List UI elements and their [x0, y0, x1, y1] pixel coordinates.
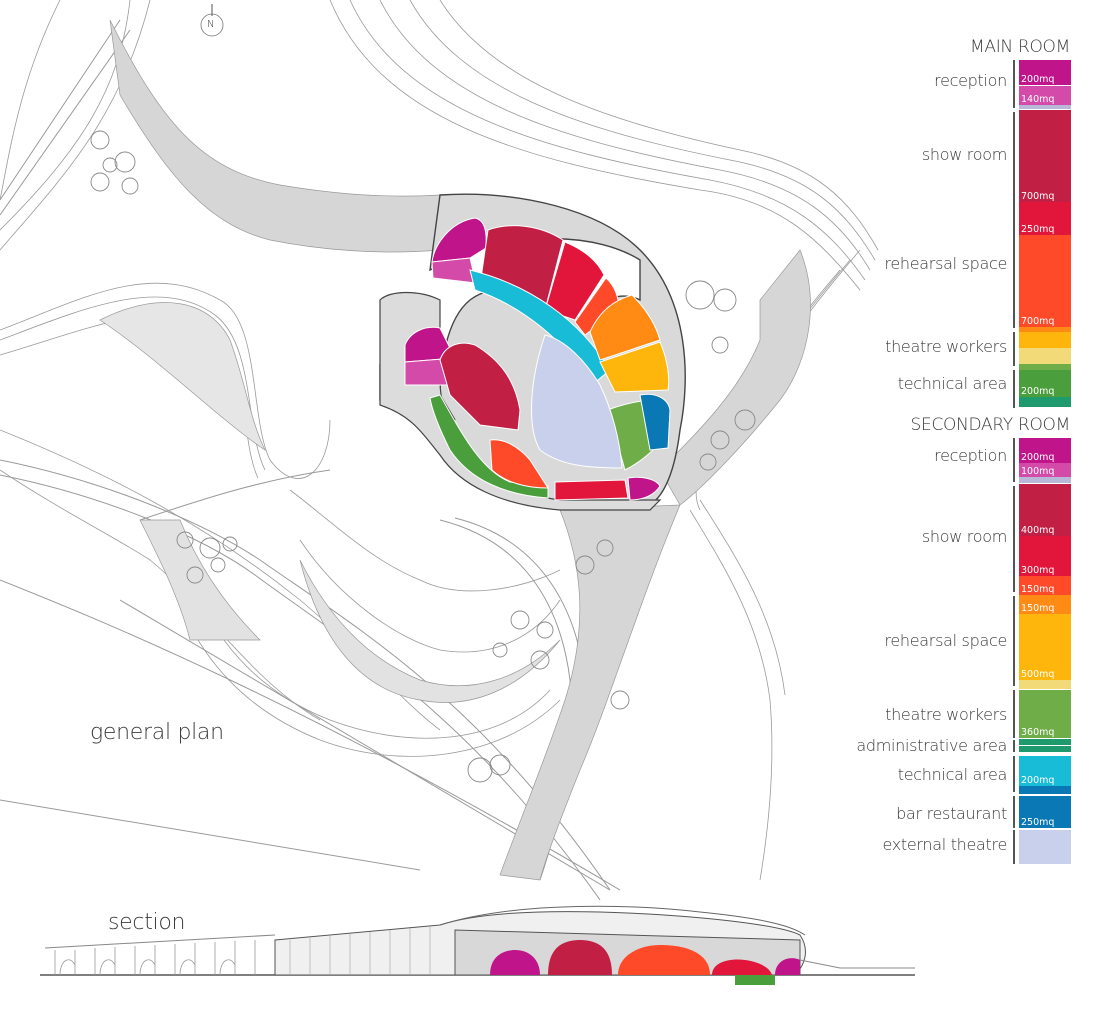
main-show-room-label: show room: [921, 145, 1007, 164]
legend-line-main-2: [1013, 112, 1015, 328]
main-reception-label: reception: [934, 71, 1007, 90]
sec-seg-technical-2: [1019, 786, 1071, 794]
zone-rehearsal-sec: [489, 439, 549, 489]
legend-line-sec-7: [1013, 796, 1015, 828]
zone-reception-secondary-main: [431, 257, 477, 284]
main-room-title: MAIN ROOM: [970, 37, 1070, 57]
sec-val-5: 150mq: [1021, 584, 1055, 595]
sec-seg-bar: 250mq: [1019, 796, 1071, 828]
sec-seg-show-room: 400mq: [1019, 484, 1071, 536]
sec-seg-admin-2: [1019, 746, 1071, 752]
zone-red-strip: [554, 479, 629, 501]
sec-seg-show-room-3: 150mq: [1019, 576, 1071, 595]
main-seg-show-room-2: 250mq: [1019, 202, 1071, 235]
zone-external-theatre: [531, 334, 623, 469]
main-seg-reception: 200mq: [1019, 60, 1071, 85]
main-seg-show-room: 700mq: [1019, 110, 1071, 202]
sec-val-9: 200mq: [1021, 775, 1055, 786]
main-val-6: 200mq: [1021, 386, 1055, 397]
main-val-2: 140mq: [1021, 94, 1055, 105]
section-room-orange: [618, 945, 710, 975]
main-seg-reception-2: 140mq: [1019, 86, 1071, 105]
section-drawing: [40, 905, 915, 985]
north-label: N: [207, 19, 215, 30]
section-room-red: [712, 959, 772, 975]
zone-show-room-sec: [439, 342, 521, 431]
sec-val-4: 300mq: [1021, 565, 1055, 576]
sec-val-6: 150mq: [1021, 603, 1055, 614]
trees: [90, 130, 756, 783]
secondary-room-zones: [404, 326, 661, 501]
main-seg-workers-3: [1019, 364, 1071, 370]
sec-seg-rehearsal-3: [1019, 680, 1071, 689]
sec-seg-rehearsal: 150mq: [1019, 595, 1071, 614]
main-val-1: 200mq: [1021, 74, 1055, 85]
sec-reception-label: reception: [934, 446, 1007, 465]
sec-seg-reception: 200mq: [1019, 438, 1071, 463]
sec-external-label: external theatre: [882, 835, 1007, 854]
sec-seg-admin: [1019, 739, 1071, 745]
sec-seg-technical: 200mq: [1019, 756, 1071, 786]
sec-seg-rehearsal-2: 500mq: [1019, 614, 1071, 680]
sec-seg-reception-3: [1019, 477, 1071, 483]
main-seg-rehearsal: 700mq: [1019, 235, 1071, 327]
main-seg-reception-3: [1019, 105, 1071, 109]
legend-line-sec-5: [1013, 740, 1015, 752]
legend-line-main-4: [1013, 370, 1015, 408]
section-label: section: [108, 910, 186, 935]
hatched-bands: [99, 19, 811, 881]
main-technical-label: technical area: [897, 374, 1008, 393]
zone-show-room-2: [544, 241, 605, 321]
sec-val-2: 100mq: [1021, 466, 1055, 477]
north-arrow: [200, 4, 224, 37]
sec-seg-workers: 360mq: [1019, 690, 1071, 738]
legend-line-sec-2: [1013, 486, 1015, 592]
sec-val-10: 250mq: [1021, 817, 1055, 828]
main-seg-workers: [1019, 332, 1071, 348]
legend-line-main-3: [1013, 332, 1015, 366]
main-room-zones: [431, 217, 671, 471]
sec-val-7: 500mq: [1021, 669, 1055, 680]
main-seg-rehearsal-2: [1019, 327, 1071, 332]
section-room-magenta-2: [775, 958, 800, 975]
section-room-magenta-1: [490, 950, 540, 975]
legend-line-sec-6: [1013, 756, 1015, 792]
legend-line-sec-4: [1013, 690, 1015, 738]
sec-val-3: 400mq: [1021, 525, 1055, 536]
main-rehearsal-label: rehearsal space: [884, 254, 1007, 273]
sec-val-8: 360mq: [1021, 727, 1055, 738]
legend-line-sec-3: [1013, 596, 1015, 686]
main-val-3: 700mq: [1021, 191, 1055, 202]
section-room-crimson: [548, 940, 612, 975]
sec-technical-label: technical area: [897, 765, 1008, 784]
main-seg-technical: 200mq: [1019, 370, 1071, 397]
sec-rehearsal-label: rehearsal space: [884, 631, 1007, 650]
sec-val-1: 200mq: [1021, 452, 1055, 463]
general-plan-label: general plan: [90, 720, 224, 745]
legend-line-sec-1: [1013, 438, 1015, 482]
legend-line-sec-8: [1013, 830, 1015, 864]
main-seg-technical-2: [1019, 397, 1071, 407]
sec-seg-external: [1019, 830, 1071, 864]
zone-rehearsal-3: [599, 341, 670, 393]
sec-bar-label: bar restaurant: [896, 804, 1007, 823]
secondary-room-title: SECONDARY ROOM: [910, 415, 1071, 435]
zone-bar: [639, 393, 671, 451]
sec-admin-label: administrative area: [856, 736, 1007, 755]
sec-seg-reception-2: 100mq: [1019, 463, 1071, 477]
main-workers-label: theatre workers: [885, 337, 1007, 356]
main-val-5: 700mq: [1021, 316, 1055, 327]
main-val-4: 250mq: [1021, 224, 1055, 235]
zone-magenta-end: [627, 476, 661, 501]
sec-workers-label: theatre workers: [885, 705, 1007, 724]
sec-seg-show-room-2: 300mq: [1019, 536, 1071, 576]
zone-rehearsal-2: [589, 294, 661, 361]
section-room-green: [735, 975, 775, 985]
sec-show-room-label: show room: [921, 527, 1007, 546]
legend-line-main-1: [1013, 60, 1015, 108]
main-seg-workers-2: [1019, 348, 1071, 364]
